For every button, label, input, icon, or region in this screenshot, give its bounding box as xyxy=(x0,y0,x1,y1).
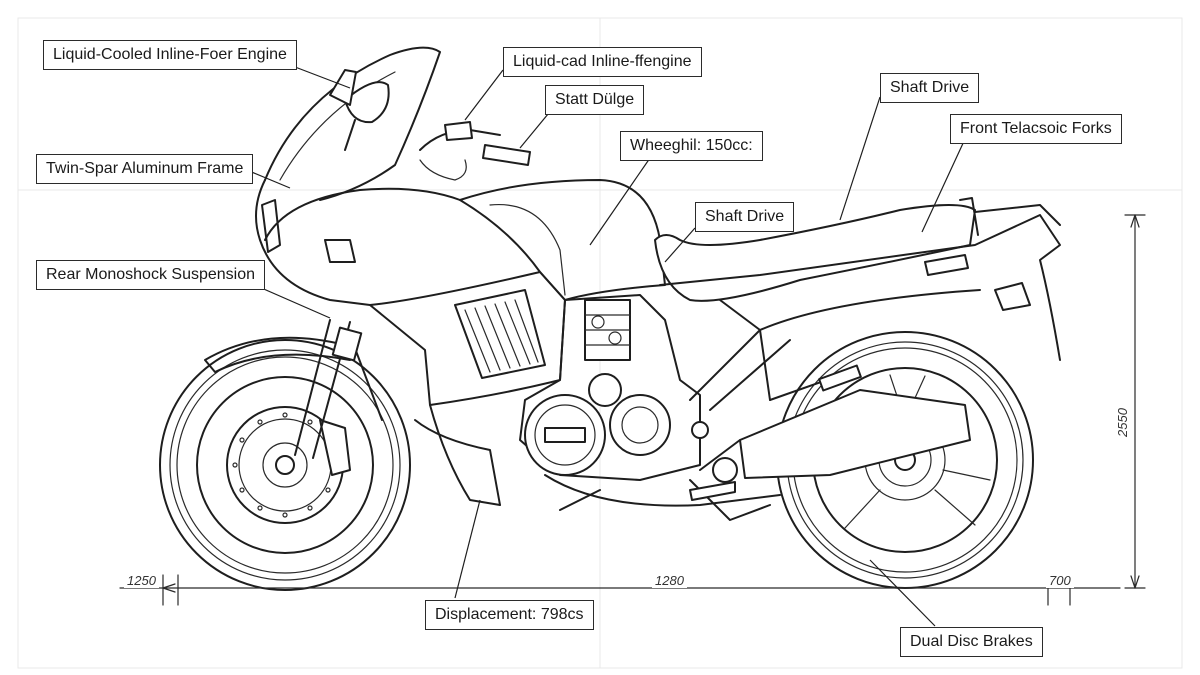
label-rear-monoshock: Rear Monoshock Suspension xyxy=(36,260,266,290)
label-wheelbase: Wheeghil: 150cc: xyxy=(620,131,763,161)
dimension-height: 2550 xyxy=(1114,408,1130,437)
dimension-center: 1280 xyxy=(652,573,687,588)
label-front-forks: Front Telacsoic Forks xyxy=(950,114,1122,144)
label-stat-dolge: Statt Dülge xyxy=(545,85,645,115)
label-liquid-cooled-engine: Liquid-Cooled Inline-Foer Engine xyxy=(43,40,297,70)
label-shaft-drive-mid: Shaft Drive xyxy=(695,202,795,232)
engine-block xyxy=(519,294,701,481)
dimension-right: 700 xyxy=(1046,573,1074,588)
label-dual-disc-brakes: Dual Disc Brakes xyxy=(900,627,1043,657)
label-twin-spar-frame: Twin-Spar Aluminum Frame xyxy=(36,154,254,184)
dimension-left: 1250 xyxy=(124,573,159,588)
shaft-drive-housing xyxy=(689,329,971,483)
dimension-lines xyxy=(119,214,1146,606)
fairing-vent xyxy=(454,289,546,379)
front-wheel xyxy=(159,339,411,591)
label-liquid-cad-engine: Liquid-cad Inline-ffengine xyxy=(503,47,702,77)
label-displacement: Displacement: 798cs xyxy=(425,600,594,630)
front-forks xyxy=(294,319,383,459)
label-shaft-drive-top: Shaft Drive xyxy=(880,73,980,103)
